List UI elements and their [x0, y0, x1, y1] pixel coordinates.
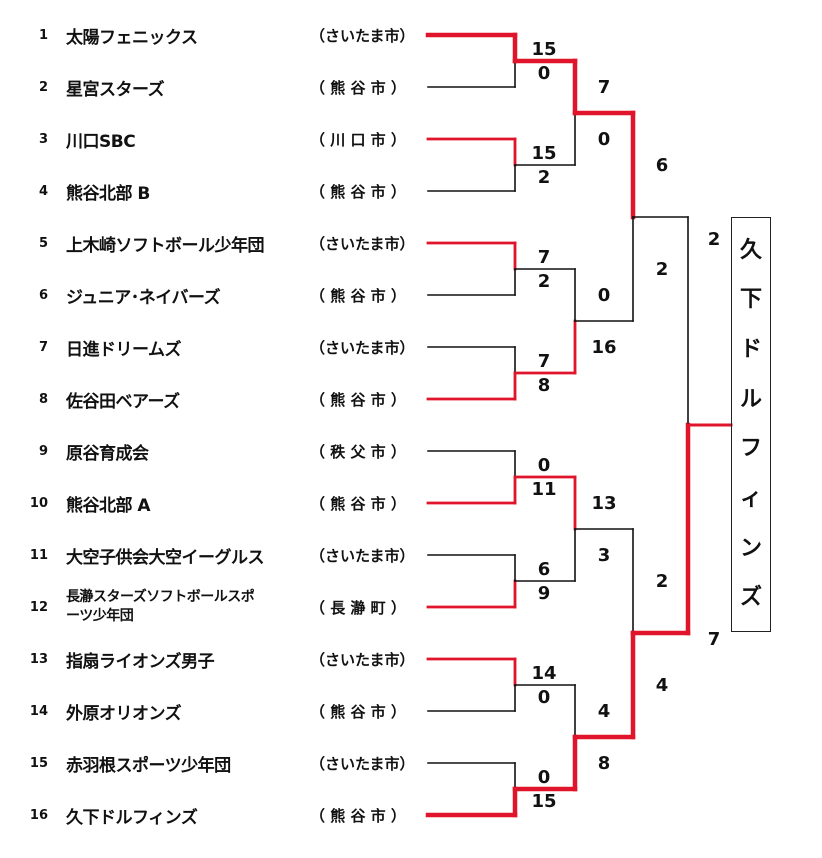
team-name: 上木崎ソフトボール少年団: [66, 235, 265, 256]
team-seed: 7: [38, 339, 48, 355]
team-city: （ 熊 谷 市 ）: [310, 390, 406, 409]
team-seed: 8: [38, 391, 48, 407]
score-top: 7: [538, 247, 551, 268]
score-bottom: 0: [538, 687, 551, 708]
score-top: 15: [531, 39, 556, 60]
team-seed: 4: [38, 183, 48, 199]
champion-name-char: ィ: [739, 485, 762, 511]
score-bottom: 9: [538, 583, 551, 604]
score-bottom: 2: [538, 271, 551, 292]
team-city: （さいたま市）: [310, 26, 415, 45]
champion-name-char: フ: [739, 436, 762, 462]
score-bottom: 0: [538, 63, 551, 84]
team-name: 原谷育成会: [66, 443, 149, 464]
team-seed: 9: [38, 443, 48, 459]
score-top: 7: [538, 351, 551, 372]
team-city: （ 川 口 市 ）: [310, 130, 406, 149]
team-city: （ 秩 父 市 ）: [310, 442, 406, 461]
team-name: 長瀞スターズソフトボールスポーツ少年団: [66, 589, 255, 624]
score-top: 13: [591, 493, 616, 514]
score-top: 7: [598, 77, 611, 98]
team-city: （ 熊 谷 市 ）: [310, 286, 406, 305]
champion-name-char: ド: [739, 337, 762, 363]
team-name: 大空子供会大空イーグルス: [66, 547, 265, 568]
score-bottom: 15: [531, 791, 556, 812]
score-bottom: 11: [531, 479, 556, 500]
champion-name-char: 下: [739, 287, 762, 313]
team-name: 久下ドルフィンズ: [66, 807, 198, 828]
score-bottom: 2: [538, 167, 551, 188]
team-seed: 11: [29, 547, 48, 563]
team-name: 佐谷田ベアーズ: [66, 391, 180, 412]
champion-name-char: ル: [739, 386, 762, 412]
champion-name-char: ズ: [739, 585, 762, 611]
team-name: 外原オリオンズ: [66, 703, 182, 724]
score-top: 6: [656, 155, 669, 176]
team-name: ジュニア･ネイバーズ: [66, 287, 221, 308]
score-bottom: 8: [538, 375, 551, 396]
team-city: （ 熊 谷 市 ）: [310, 702, 406, 721]
team-city: （ 長 瀞 町 ）: [310, 598, 406, 617]
score-bottom: 4: [656, 675, 669, 696]
team-seed: 16: [29, 807, 48, 823]
champion-box: 久下ドルフィンズ: [731, 217, 771, 632]
team-name: 日進ドリームズ: [66, 339, 182, 360]
team-city: （ 熊 谷 市 ）: [310, 182, 406, 201]
team-name: 川口SBC: [66, 131, 136, 152]
score-top: 2: [708, 229, 721, 250]
score-top: 6: [538, 559, 551, 580]
score-bottom: 3: [598, 545, 611, 566]
team-seed: 12: [29, 599, 48, 615]
team-seed: 15: [29, 755, 48, 771]
team-seed: 14: [29, 703, 48, 719]
team-name: 太陽フェニックス: [66, 27, 198, 48]
score-bottom: 0: [598, 129, 611, 150]
score-top: 0: [598, 285, 611, 306]
team-name: 熊谷北部 A: [66, 495, 151, 516]
score-top: 0: [538, 455, 551, 476]
team-name: 赤羽根スポーツ少年団: [66, 755, 231, 776]
team-city: （さいたま市）: [310, 754, 415, 773]
score-top: 14: [531, 663, 556, 684]
team-city: （さいたま市）: [310, 234, 415, 253]
team-name: 星宮スターズ: [66, 79, 165, 100]
score-top: 0: [538, 767, 551, 788]
team-seed: 2: [38, 79, 48, 95]
team-seed: 6: [38, 287, 48, 303]
team-name: 熊谷北部 B: [66, 183, 150, 204]
score-bottom: 8: [598, 753, 611, 774]
team-seed: 10: [29, 495, 48, 511]
score-bottom: 16: [591, 337, 616, 358]
score-top: 4: [598, 701, 611, 722]
champion-name-char: ン: [739, 535, 762, 561]
team-seed: 3: [38, 131, 48, 147]
score-top: 15: [531, 143, 556, 164]
score-top: 2: [656, 571, 669, 592]
team-city: （ 熊 谷 市 ）: [310, 806, 406, 825]
team-seed: 1: [38, 27, 48, 43]
team-city: （さいたま市）: [310, 338, 415, 357]
team-name: 指扇ライオンズ男子: [66, 651, 215, 672]
team-city: （ 熊 谷 市 ）: [310, 78, 406, 97]
score-bottom: 7: [708, 629, 721, 650]
champion-name-char: 久: [739, 237, 762, 263]
team-seed: 5: [38, 235, 48, 251]
team-city: （さいたま市）: [310, 650, 415, 669]
team-city: （ 熊 谷 市 ）: [310, 494, 406, 513]
team-seed: 13: [29, 651, 48, 667]
team-city: （さいたま市）: [310, 546, 415, 565]
score-bottom: 2: [656, 259, 669, 280]
